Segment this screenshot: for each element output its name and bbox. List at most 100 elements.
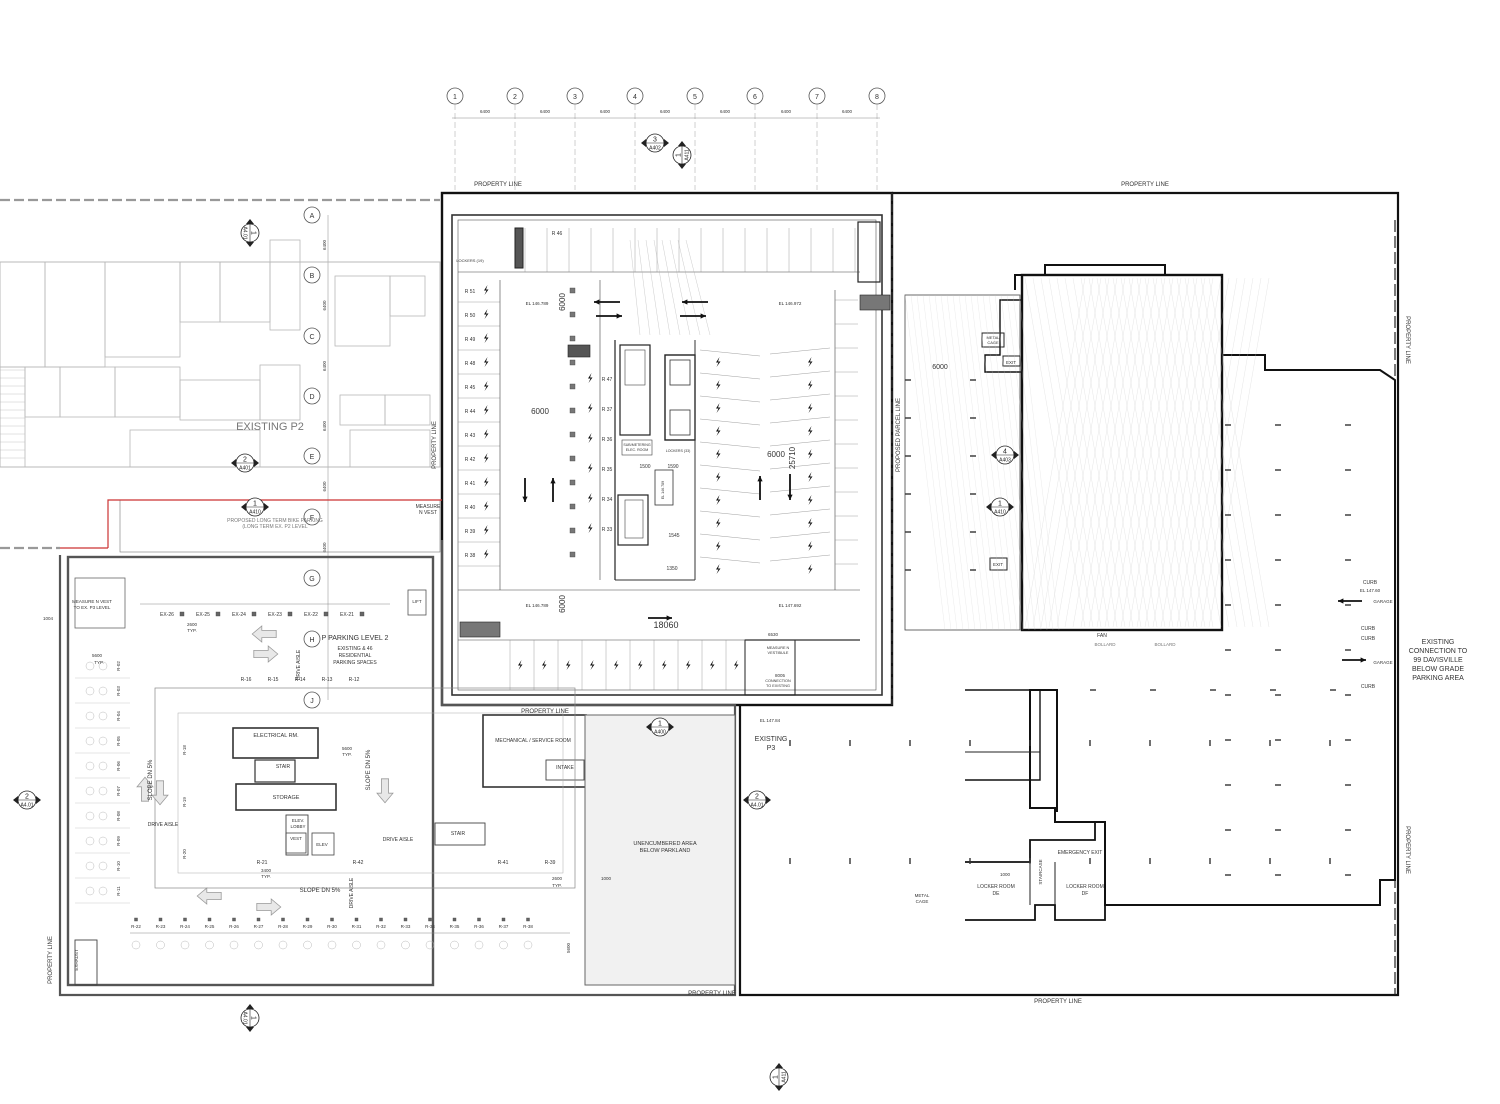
ev-charger-icon [808, 472, 813, 482]
drive-loop-inner [177, 712, 564, 874]
measure-vest-label: N VEST [419, 510, 437, 516]
storage-room [235, 783, 337, 811]
ev-charger-icon [808, 357, 813, 367]
stall-label: EX-25 [196, 612, 210, 618]
locker-rooms [965, 821, 1106, 921]
dimension: 1500 [639, 464, 650, 470]
exit-label: EXIT [1006, 360, 1016, 365]
section-marker: 2A4.01 [743, 790, 771, 810]
angled-stall [699, 510, 761, 518]
ev-charger-icon [542, 660, 547, 670]
car-icon [85, 786, 95, 796]
hatch [1128, 277, 1190, 628]
grid-bubble-row [303, 508, 321, 526]
garage-label: GARAGE [1373, 660, 1392, 665]
garage-label: GARAGE [1373, 599, 1392, 604]
curb-label: CURB [1361, 636, 1376, 642]
existing-room [129, 429, 261, 468]
existing-room [259, 364, 301, 421]
core-elevator [664, 354, 696, 441]
ev-charger-icon [734, 660, 739, 670]
property-line-label: PROPERTY LINE [1034, 999, 1082, 1005]
ev-charger-icon [588, 403, 593, 413]
ramp-hatch [922, 294, 964, 631]
property-line-label: PROPERTY LINE [1404, 826, 1410, 874]
stall-label: R-15 [268, 677, 279, 683]
mech-room-label: MECHANICAL / SERVICE ROOM [495, 738, 571, 744]
elec-room-label: ELEC. ROOM [626, 448, 649, 452]
existing-room [179, 261, 221, 323]
existing-room [219, 261, 271, 323]
car-icon [352, 940, 361, 950]
ev-charger-icon [716, 495, 721, 505]
stall-label: R 34 [602, 497, 613, 503]
ev-charger-icon [590, 660, 595, 670]
flow-arrow [136, 776, 154, 802]
ev-charger-icon [716, 472, 721, 482]
locker-room-label: LOCKER ROOM [977, 884, 1015, 890]
section-marker-arrow-icon [986, 503, 991, 511]
ramp-hatch [904, 294, 946, 631]
section-marker-sheet: A411 [782, 1071, 788, 1083]
storage-label: STORAGE [273, 795, 300, 801]
ev-charger-icon [484, 357, 489, 367]
existing-building-outline [1014, 264, 1396, 906]
car-icon [98, 861, 108, 871]
ev-charger-icon [484, 429, 489, 439]
ev-charger-icon [588, 523, 593, 533]
column [323, 611, 329, 617]
stall-label: R 47 [602, 377, 613, 383]
stall-label: R 42 [465, 457, 476, 463]
hatch [1112, 277, 1174, 628]
vest-label: VEST [290, 836, 302, 841]
car-icon [98, 661, 108, 671]
existing-room [179, 379, 261, 421]
hatch [1176, 277, 1238, 628]
ev-charger-icon [484, 477, 489, 487]
section-marker: 1A4.01 [240, 1004, 260, 1032]
section-marker-number: 2 [243, 457, 247, 464]
section-marker-number: 1 [250, 1016, 257, 1020]
existing-connection-label: PARKING AREA [1412, 675, 1464, 682]
bollard-label: BOLLARD [1094, 642, 1116, 647]
elevation-label: EL 146.789 [526, 603, 549, 608]
dimension: 2600 [187, 622, 198, 627]
exhaust-label: EXHAUST [74, 949, 79, 971]
section-marker-number: 1 [658, 721, 662, 728]
stall-label: R-05 [116, 736, 121, 746]
ramp-hatch [958, 294, 1000, 631]
grid-col-spacing: 6400 [480, 109, 491, 114]
stall-label: R 48 [465, 361, 476, 367]
column [569, 503, 576, 510]
stall-label: R 36 [602, 437, 613, 443]
section-marker-arrow-icon [1009, 503, 1014, 511]
hatch [1056, 277, 1118, 628]
existing-core-block [1020, 273, 1224, 632]
p-level-2-label: P PARKING LEVEL 2 [322, 635, 389, 642]
drive-loop [154, 687, 576, 889]
flow-arrow [376, 778, 394, 804]
emergency-exit-label: EMERGENCY EXIT [1058, 850, 1103, 856]
ev-charger-icon [484, 333, 489, 343]
stall-label: R-13 [322, 677, 333, 683]
car-icon [98, 736, 108, 746]
stall-label: EX-23 [268, 612, 282, 618]
stair-label: STAIR [276, 764, 291, 770]
exit-box [989, 557, 1008, 571]
dimension: 5600 [92, 653, 103, 658]
ev-charger-icon [484, 381, 489, 391]
stall-label: R-38 [523, 924, 533, 929]
grid-col-spacing: 6400 [842, 109, 853, 114]
section-marker-sheet: A4.01 [242, 1011, 248, 1024]
connection-label: CONNECTION [765, 679, 791, 683]
grid-bubble-row [303, 630, 321, 648]
dimension: 1004 [43, 616, 54, 621]
hatch [1192, 277, 1254, 628]
hatch [1064, 277, 1126, 628]
grid-row-label: D [309, 394, 314, 401]
drive-aisle-label: DRIVE AISLE [296, 649, 302, 680]
stall-label: R 51 [465, 289, 476, 295]
